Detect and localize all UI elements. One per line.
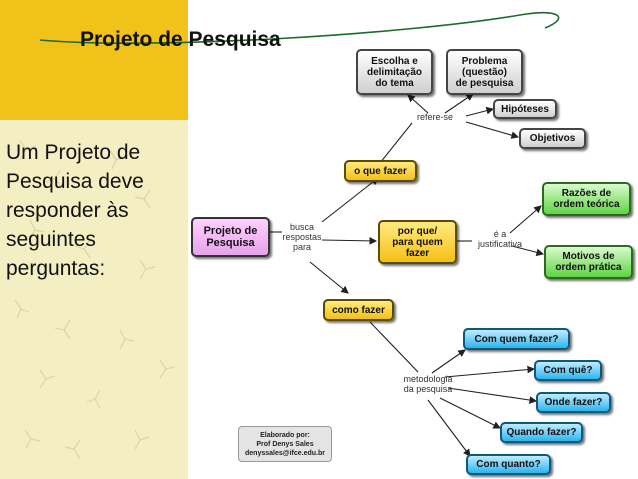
decorative-swoosh-line [39, 11, 560, 44]
node-com-que: Com quê? [534, 360, 602, 381]
slide-title: Projeto de Pesquisa [80, 28, 281, 51]
edge-met-comque [444, 365, 536, 378]
edge-busca-como [309, 261, 349, 294]
edge-refere-objetivos [465, 121, 520, 139]
node-com-quem-fazer: Com quem fazer? [463, 328, 570, 350]
author-credit-box: Elaborado por: Prof Denys Sales denyssal… [238, 426, 332, 462]
edge-met-quanto [427, 399, 471, 457]
title-yellow-band [0, 0, 188, 120]
label-metodologia-da-pesquisa: metodologia da pesquisa [403, 374, 453, 394]
node-por-que-para-quem-fazer: por que/ para quem fazer [378, 220, 457, 264]
node-com-quanto: Com quanto? [466, 454, 551, 475]
node-quando-fazer: Quando fazer? [500, 422, 583, 443]
edge-met-comquem [431, 349, 466, 374]
edge-como-metodologia [369, 321, 419, 373]
edge-refere-problema [444, 93, 474, 114]
node-escolha-delimitacao: Escolha e delimitação do tema [356, 49, 433, 95]
edge-met-onde [447, 387, 538, 404]
node-como-fazer: como fazer [323, 299, 394, 321]
stick-figure-pattern [14, 139, 175, 460]
edge-met-quando [439, 397, 501, 429]
label-e-a-justificativa: é a justificativa [477, 229, 522, 249]
node-objetivos: Objetivos [519, 128, 586, 149]
node-razoes-ordem-teorica: Razões de ordem teórica [542, 182, 631, 216]
label-busca-respostas: busca respostas para [282, 222, 322, 252]
node-projeto-de-pesquisa: Projeto de Pesquisa [191, 217, 270, 257]
edge-busca-oque [321, 177, 379, 223]
edge-oque-refere [379, 122, 413, 164]
edge-justificativa-motivos [511, 245, 545, 257]
node-hipoteses: Hipóteses [493, 99, 557, 119]
edge-busca-porque [321, 237, 378, 245]
node-o-que-fazer: o que fazer [344, 160, 417, 182]
edge-refere-escolha [407, 94, 429, 114]
edge-refere-hipoteses [465, 106, 495, 117]
intro-text: Um Projeto de Pesquisa deve responder às… [6, 141, 144, 280]
node-problema: Problema (questão) de pesquisa [446, 49, 523, 95]
label-refere-se: refere-se [416, 112, 453, 122]
edge-justificativa-razoes [509, 205, 542, 234]
node-motivos-ordem-pratica: Motivos de ordem prática [544, 245, 633, 279]
node-onde-fazer: Onde fazer? [536, 392, 611, 413]
